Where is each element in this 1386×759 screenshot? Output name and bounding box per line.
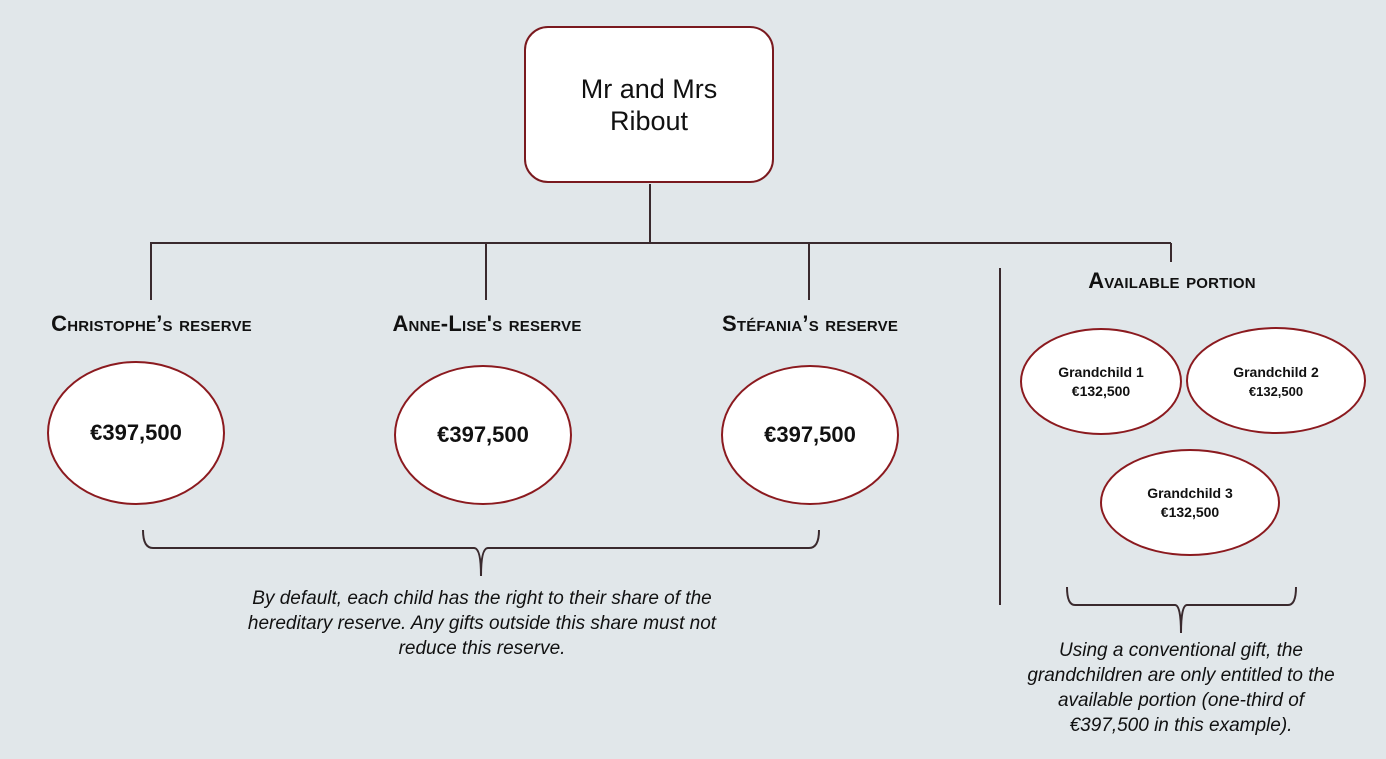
reserve-ellipse-stefania: €397,500 — [721, 365, 899, 505]
root-node: Mr and Mrs Ribout — [524, 26, 774, 183]
grandchild-name-1: Grandchild 1 — [1058, 363, 1144, 380]
grandchild-ellipse-3: Grandchild 3 €132,500 — [1100, 449, 1280, 556]
grandchild-name-3: Grandchild 3 — [1147, 484, 1233, 501]
available-brace — [1066, 586, 1297, 634]
available-note: Using a conventional gift, the grandchil… — [1027, 640, 1335, 736]
grandchild-amount-1: €132,500 — [1071, 382, 1131, 399]
reserve-ellipse-anne-lise: €397,500 — [394, 365, 572, 505]
grandchild-name-2: Grandchild 2 — [1233, 364, 1319, 380]
heading-anne-lise-reserve: Anne-Lise's reserve — [392, 311, 582, 336]
reserve-brace — [142, 529, 820, 577]
grandchild-ellipse-1: Grandchild 1 €132,500 — [1020, 328, 1182, 435]
grandchild-ellipse-2: Grandchild 2 €132,500 — [1186, 327, 1366, 434]
reserve-amount-anne-lise: €397,500 — [437, 422, 529, 447]
heading-available-portion: Available portion — [1088, 268, 1256, 293]
heading-stefania-reserve: Stéfania’s reserve — [721, 311, 899, 336]
reserve-amount-christophe: €397,500 — [90, 420, 182, 445]
root-label: Mr and Mrs Ribout — [580, 73, 718, 136]
heading-christophe-reserve: Christophe’s reserve — [51, 311, 252, 336]
reserve-ellipse-christophe: €397,500 — [47, 361, 225, 505]
grandchild-amount-3: €132,500 — [1160, 503, 1220, 520]
grandchild-amount-2: €132,500 — [1248, 384, 1304, 399]
reserve-amount-stefania: €397,500 — [764, 422, 856, 447]
reserve-note: By default, each child has the right to … — [247, 588, 717, 659]
